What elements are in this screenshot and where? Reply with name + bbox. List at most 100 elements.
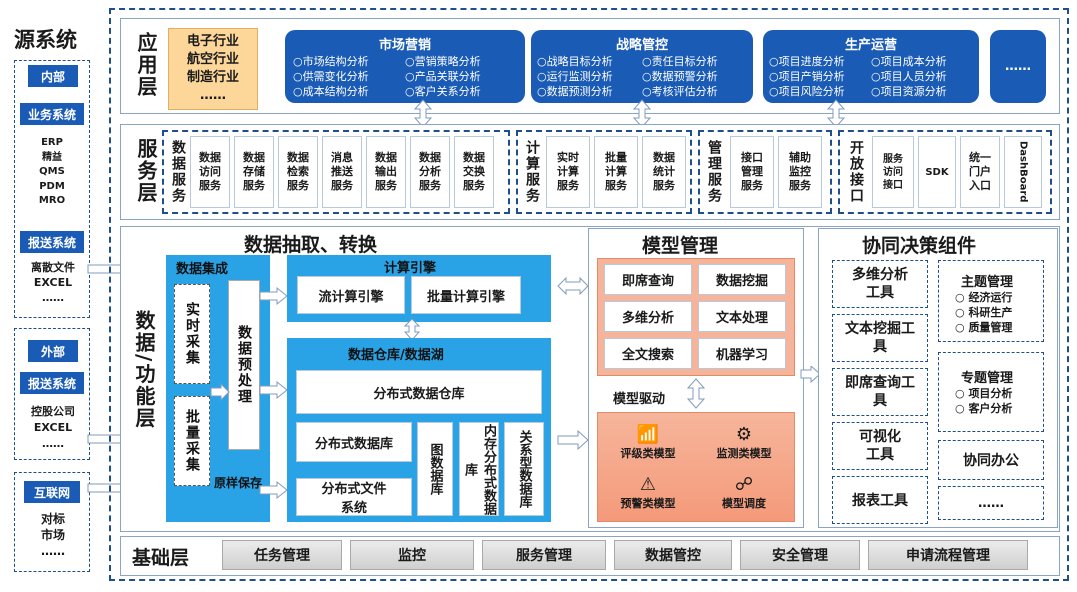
decision-more[interactable]: …… [938,486,1044,520]
decision-title: 协同决策组件 [862,235,977,257]
list-item: ○项目人员分析 [871,70,947,83]
service-item[interactable]: 数据交换服务 [454,136,494,208]
app-market-card[interactable]: 市场营销 ○市场结构分析 ○营销策略分析 ○供需变化分析 ○产品关联分析 ○成本… [285,30,525,103]
service-item[interactable]: 辅助监控服务 [778,136,822,208]
list-item: ERP [41,137,63,148]
interface-item[interactable]: 统一门户入口 [960,136,1000,208]
manage-service-title: 管理服务 [706,140,722,204]
service-item[interactable]: 批量计算服务 [594,136,638,208]
service-item[interactable]: 数据检索服务 [278,136,318,208]
service-item[interactable]: 消息推送服务 [322,136,362,208]
dist-warehouse[interactable]: 分布式数据仓库 [296,370,542,414]
dist-filesystem[interactable]: 分布式文件系统 [296,478,412,516]
list-item: …… [42,437,64,450]
model-title: 模型管理 [642,235,719,257]
base-layer-title: 基础层 [132,547,190,569]
batch-engine[interactable]: 批量计算引擎 [411,276,521,314]
model-tool[interactable]: 全文搜索 [604,338,692,369]
warehouse-title: 数据仓库/数据湖 [348,348,444,363]
compute-service-group [516,130,692,214]
decision-tools: 多维分析工具 文本挖掘工具 即席查询工具 可视化工具 报表工具 [832,260,928,524]
list-item: 经济运行 [968,291,1013,304]
model-type[interactable]: 模型调度 [722,497,766,510]
preprocess[interactable]: 数据预处理 [228,280,260,450]
integration-arrows [210,286,288,500]
base-item[interactable]: 数据管控 [614,540,732,570]
compute-service-items: 实时计算服务 批量计算服务 数据统计服务 [546,136,686,208]
model-tool[interactable]: 文本处理 [698,301,786,332]
external-list: 控股公司 EXCEL …… [18,404,88,452]
app-strategy-card[interactable]: 战略管控 ○战略目标分析 ○责任目标分析 ○运行监测分析 ○数据预警分析 ○数据… [531,30,753,103]
main-frame [109,8,1069,581]
memory-db[interactable]: 内存分布式数据库 [459,422,499,516]
app-production-title: 生产运营 [844,38,897,53]
dist-database[interactable]: 分布式数据库 [296,422,412,462]
model-tool[interactable]: 多维分析 [604,301,692,332]
interface-item[interactable]: 服务访问接口 [872,136,914,208]
batch-collect[interactable]: 批量采集 [174,396,210,486]
app-production-card[interactable]: 生产运营 ○项目进度分析 ○项目成本分析 ○项目产销分析 ○项目人员分析 ○项目… [763,30,979,103]
external-report-label: 报送系统 [20,372,84,394]
model-tool[interactable]: 数据挖掘 [698,264,786,295]
service-item[interactable]: 数据访问服务 [190,136,230,208]
model-tool[interactable]: 机器学习 [698,338,786,369]
decision-tool[interactable]: 报表工具 [832,476,928,524]
model-type[interactable]: 预警类模型 [620,497,676,510]
extract-title: 数据抽取、转换 [244,234,378,256]
list-item: 客户分析 [968,402,1013,415]
industry-item: …… [200,88,226,103]
manage-service-items: 接口管理服务 辅助监控服务 [730,136,822,208]
data-service-title: 数据服务 [170,140,186,204]
manage-service-group [698,130,832,214]
special-title: 专题管理 [961,371,1014,386]
external-group [14,328,90,460]
service-item[interactable]: 数据统计服务 [642,136,686,208]
open-interface-title: 开放接口 [848,140,864,204]
decision-tool[interactable]: 文本挖掘工具 [832,314,928,362]
report-list: 离散文件 EXCEL …… [18,260,88,305]
base-item[interactable]: 申请流程管理 [868,540,1028,570]
graph-db[interactable]: 图数据库 [417,422,453,516]
service-item[interactable]: 接口管理服务 [730,136,774,208]
list-item: ○运行监测分析 [537,70,613,83]
circle-icon: ○ [955,387,969,400]
base-item[interactable]: 任务管理 [222,540,342,570]
model-driven-label: 模型驱动 [613,392,666,407]
app-more-card[interactable]: …… [990,30,1046,103]
app-layer-title: 应用层 [134,32,158,98]
base-item[interactable]: 安全管理 [740,540,860,570]
list-item: ○项目成本分析 [871,55,947,68]
list-item: 离散文件 [31,261,75,274]
topic-management[interactable]: 主题管理 ○ 经济运行 ○ 科研生产 ○ 质量管理 [938,260,1044,342]
warning-icon: ⚠ [639,474,657,495]
base-item[interactable]: 服务管理 [482,540,606,570]
list-item: MRO [38,195,66,206]
special-management[interactable]: 专题管理 ○ 项目分析 ○ 客户分析 [938,352,1044,432]
stream-engine[interactable]: 流计算引擎 [297,276,405,314]
decision-tool[interactable]: 即席查询工具 [832,368,928,416]
list-item: ○考核评估分析 [642,85,718,98]
list-item: 控股公司 [31,405,75,418]
model-tool[interactable]: 即席查询 [604,264,692,295]
service-item[interactable]: 数据输出服务 [366,136,406,208]
service-item[interactable]: 实时计算服务 [546,136,590,208]
model-type[interactable]: 评级类模型 [620,447,676,460]
list-item: PDM [39,180,65,192]
interface-item[interactable]: DashBoard [1004,136,1042,208]
relational-db[interactable]: 关系型数据库 [504,422,544,516]
list-item: ○营销策略分析 [405,55,481,68]
list-item: 精益 [42,151,62,163]
service-item[interactable]: 数据分析服务 [410,136,450,208]
collab-office[interactable]: 协同办公 [938,440,1044,480]
base-item[interactable]: 监控 [350,540,474,570]
service-layer-title: 服务层 [134,138,158,204]
app-strategy-title: 战略管控 [615,38,668,53]
industry-item: 电子行业 [186,34,239,49]
realtime-collect[interactable]: 实时采集 [174,284,210,384]
decision-tool[interactable]: 多维分析工具 [832,260,928,308]
integration-title: 数据集成 [176,262,229,277]
service-item[interactable]: 数据存储服务 [234,136,274,208]
decision-tool[interactable]: 可视化工具 [832,422,928,470]
model-type[interactable]: 监测类模型 [716,447,772,460]
interface-item[interactable]: SDK [918,136,956,208]
